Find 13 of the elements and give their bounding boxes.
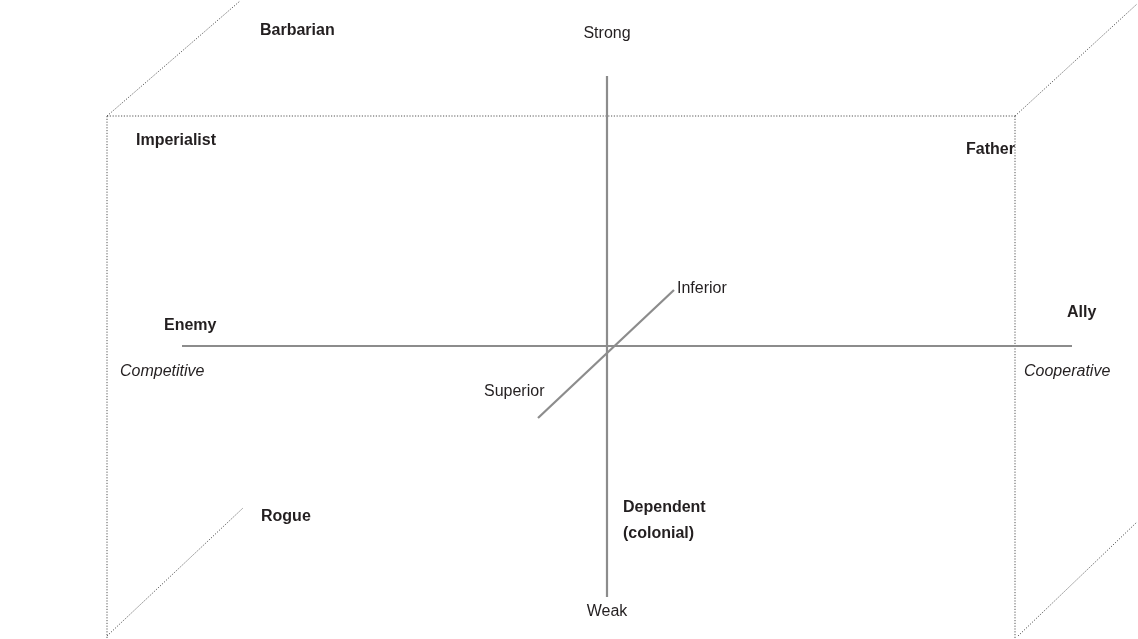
axis-end-label: Inferior [677, 278, 727, 298]
axis-end-label: Competitive [120, 361, 205, 381]
category-label: Ally [1067, 302, 1097, 322]
axis-end-label: Superior [484, 381, 545, 401]
axis-end-label: Cooperative [1024, 361, 1111, 381]
category-label: Imperialist [136, 130, 217, 150]
axis-end-label: Weak [586, 601, 628, 621]
category-label: Dependent (colonial) [623, 497, 707, 543]
category-label: Father [966, 139, 1015, 159]
category-label: Rogue [261, 506, 311, 526]
category-label: Barbarian [260, 20, 335, 40]
axis-end-label: Strong [583, 23, 631, 43]
category-label: Enemy [164, 315, 217, 335]
